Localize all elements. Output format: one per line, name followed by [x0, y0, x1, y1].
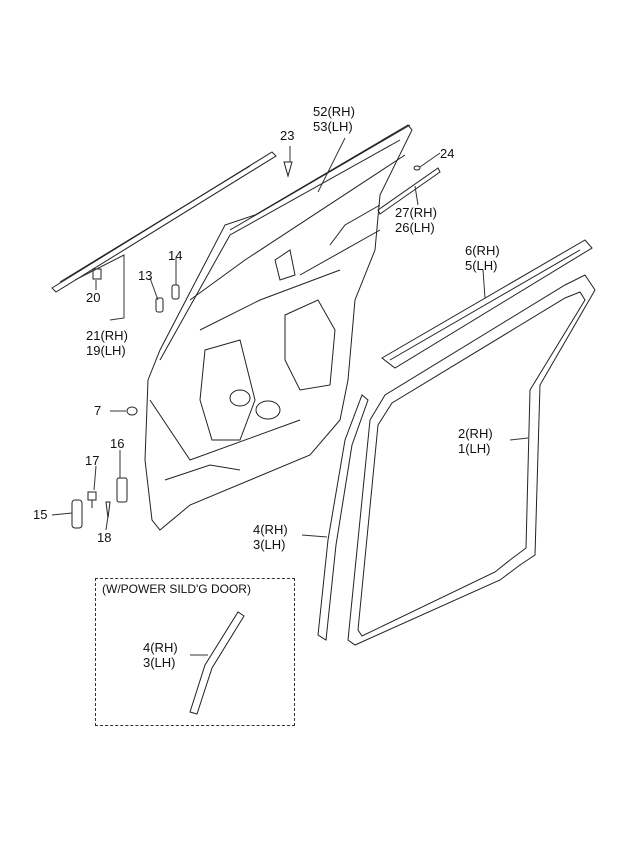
callout-23: 23: [280, 128, 295, 143]
clip-part-23: [284, 162, 292, 176]
callout-15: 15: [33, 507, 48, 522]
upper-molding: [230, 125, 410, 230]
callout-52-53: 52(RH) 53(LH): [313, 104, 355, 134]
callout-21-19: 21(RH) 19(LH): [86, 328, 128, 358]
power-sliding-door-inset: [95, 578, 295, 726]
callout-7: 7: [94, 403, 102, 418]
inset-title: (W/POWER SILD'G DOOR): [100, 582, 253, 596]
callout-13: 13: [138, 268, 153, 283]
bracket-part-15: [71, 499, 83, 529]
door-weatherstrip: [348, 275, 595, 645]
callout-16: 16: [110, 436, 125, 451]
callout-18: 18: [97, 530, 112, 545]
rear-upper-strip: [378, 168, 440, 214]
callout-2-1: 2(RH) 1(LH): [458, 426, 493, 456]
callout-4-3-inset: 4(RH) 3(LH): [143, 640, 178, 670]
clip-part-24: [413, 165, 421, 171]
side-molding: [382, 240, 592, 368]
callout-14: 14: [168, 248, 183, 263]
callout-4-3: 4(RH) 3(LH): [253, 522, 288, 552]
callout-24: 24: [440, 146, 455, 161]
grommet-part-7: [126, 406, 138, 416]
inset-weatherstrip: [190, 612, 244, 714]
callout-27-26: 27(RH) 26(LH): [395, 205, 437, 235]
leader-lines: [52, 138, 528, 655]
bolt-part-17: [88, 492, 96, 508]
vertical-weatherstrip: [318, 395, 368, 640]
roller-part-14: [171, 284, 180, 300]
door-panel: [145, 125, 412, 530]
callout-6-5: 6(RH) 5(LH): [465, 243, 500, 273]
upper-rail-strip: [52, 152, 276, 292]
callout-20: 20: [86, 290, 101, 305]
roller-part-13: [155, 297, 164, 313]
callout-17: 17: [85, 453, 100, 468]
striker-part-16: [116, 477, 128, 503]
screw-part-18: [106, 502, 110, 518]
